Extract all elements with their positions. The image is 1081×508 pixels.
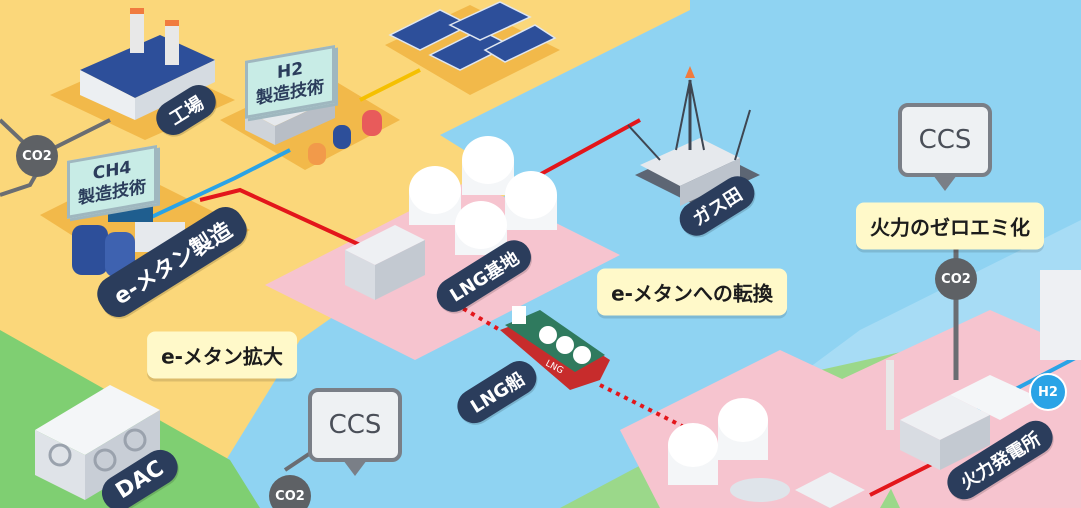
ccs-bubble-right: CCS [898,103,992,177]
power-line [359,68,421,102]
lng-ship: LNG [500,306,610,390]
dac-units [35,385,160,500]
route-ship-to-terminal [599,383,691,432]
thermal-plant-buildings [886,270,1081,470]
note-emethane-expansion: e-メタン拡大 [147,331,297,379]
lng-tanks [345,136,557,300]
pipe-gasfield-to-lng [529,118,641,182]
ccs-bubble-left: CCS [308,388,402,462]
co2-chip-right: CO2 [935,258,977,300]
h2-chip: H2 [1029,373,1067,411]
note-emethane-conversion: e-メタンへの転換 [597,268,787,316]
co2-chip-bottom: CO2 [269,475,311,508]
h2-line [144,148,291,222]
receiving-tanks [668,398,865,508]
pipe-emethane-to-lng [199,187,361,247]
gas-rig [627,66,760,206]
pipe-terminal-to-plant [869,458,941,497]
solar-panels [388,1,557,71]
co2-chip-left: CO2 [16,135,58,177]
note-zero-emission: 火力のゼロエミ化 [856,202,1044,250]
factory-building [80,8,215,120]
